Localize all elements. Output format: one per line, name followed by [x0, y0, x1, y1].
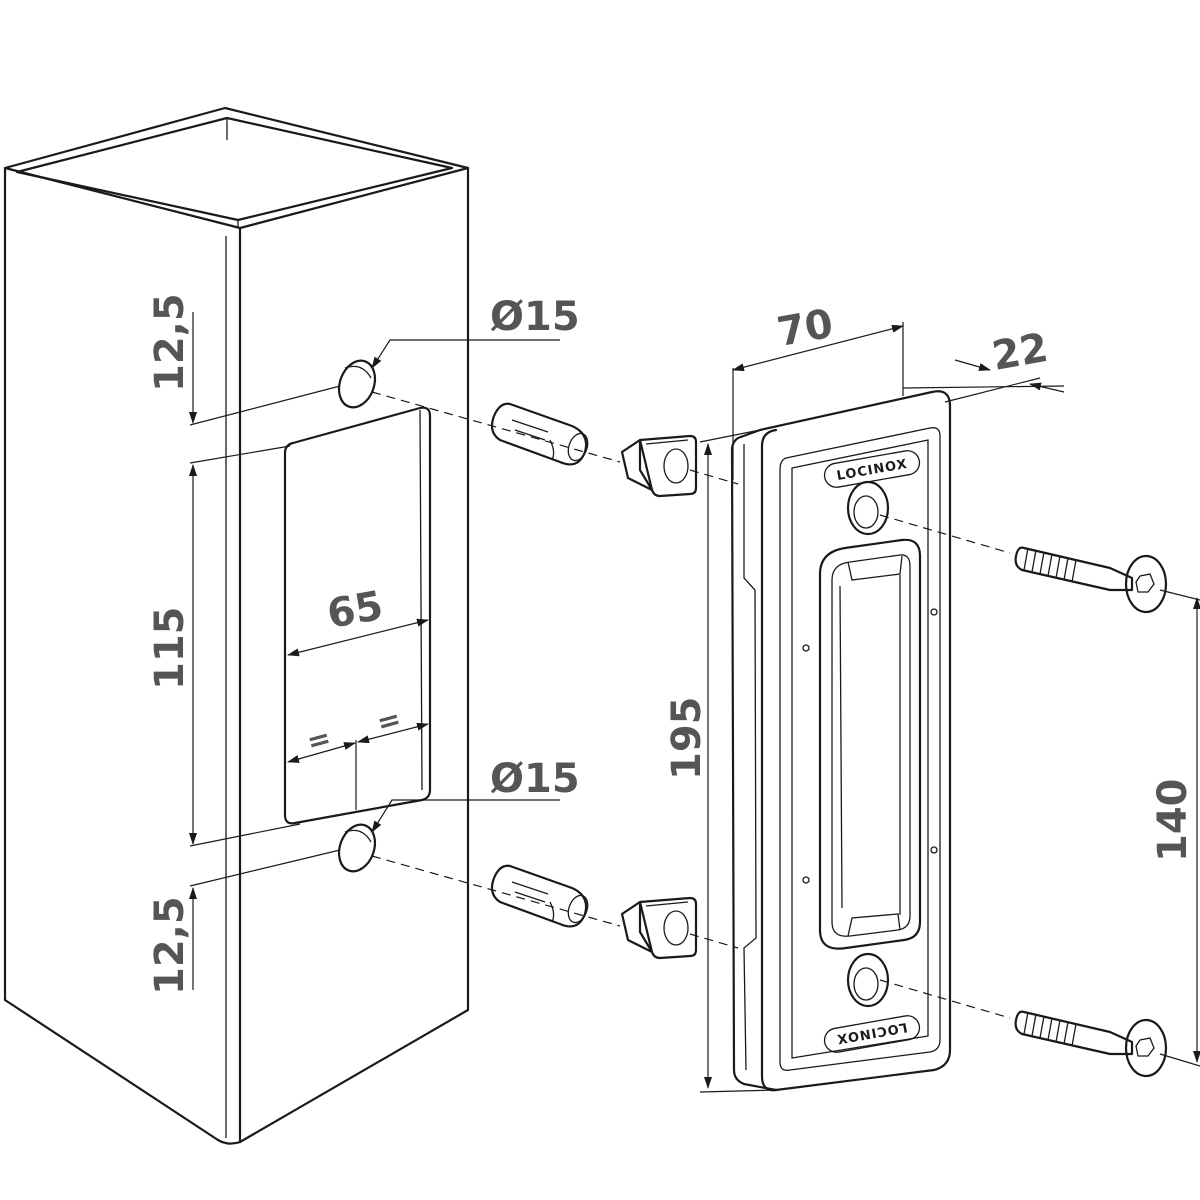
post-right-face	[238, 166, 470, 1144]
sleeve-top	[490, 402, 589, 466]
label-cutout-height: 115	[147, 607, 193, 691]
label-hole-top: Ø15	[490, 294, 580, 340]
label-bottom-margin: 12,5	[147, 896, 193, 995]
post-left-face	[3, 166, 220, 1142]
post-dimension-lines	[189, 312, 560, 990]
keep-dimension-lines	[699, 322, 1200, 1093]
keep-hole-bottom	[846, 952, 890, 1008]
label-equal-left: =	[303, 721, 334, 759]
label-equal-right: =	[373, 702, 404, 740]
keep-plate-front	[758, 390, 952, 1092]
label-hole-bottom: Ø15	[490, 756, 580, 802]
post-top-inner	[15, 116, 454, 222]
square-post	[3, 106, 470, 1145]
keep-plate: LOCINOX LOCINOX	[730, 390, 952, 1092]
label-keep-height: 195	[664, 697, 710, 781]
label-bolt-spacing: 140	[1150, 779, 1196, 863]
label-keep-depth: 22	[989, 325, 1052, 380]
post-hole-top	[337, 359, 377, 409]
label-cutout-width: 65	[324, 583, 387, 638]
post-hole-bottom	[337, 823, 377, 873]
label-keep-width: 70	[774, 301, 837, 356]
brand-logo-bottom: LOCINOX	[823, 1015, 921, 1053]
square-nut-top	[620, 434, 698, 498]
dimension-labels: 12,5 115 12,5 65 = = Ø15 Ø15 70 22 195 1…	[147, 293, 1196, 995]
latch-pocket	[818, 538, 922, 950]
post-top-outer	[3, 106, 470, 230]
bolt-top	[1014, 546, 1168, 614]
assembly-axes	[371, 391, 1011, 1019]
square-nut-bottom	[620, 896, 698, 960]
label-top-margin: 12,5	[147, 293, 193, 392]
sleeve-bottom	[490, 864, 589, 928]
bolt-bottom	[1014, 1010, 1168, 1078]
